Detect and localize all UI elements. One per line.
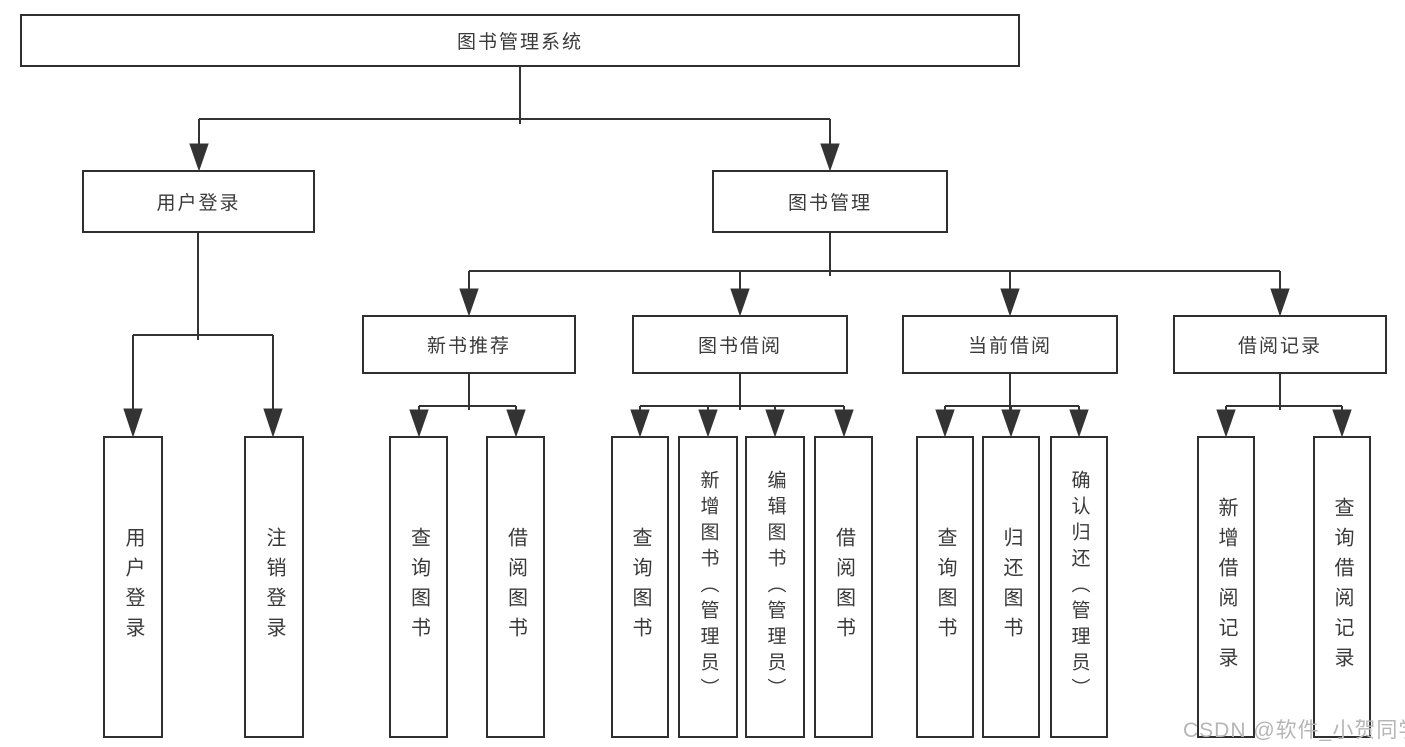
leaf-confirm-return-admin-label: 确认归还（管理员） [1068,470,1090,704]
node-book-borrowing-label: 图书借阅 [697,336,782,357]
leaf-user-login: 用户登录 [103,436,163,738]
node-borrowing-records-label: 借阅记录 [1237,336,1322,357]
node-book-management: 图书管理 [712,170,948,233]
node-user-login: 用户登录 [82,170,315,233]
node-current-borrowing: 当前借阅 [902,315,1118,374]
node-current-borrowing-label: 当前借阅 [967,336,1052,357]
leaf-edit-books-admin: 编辑图书（管理员） [745,436,805,738]
leaf-user-login-label: 用户登录 [122,527,144,647]
node-new-book-recommend-label: 新书推荐 [426,336,511,357]
leaf-query-books-recommend: 查询图书 [389,436,448,738]
leaf-add-borrow-record-label: 新增借阅记录 [1215,497,1237,677]
leaf-return-books: 归还图书 [982,436,1040,738]
leaf-add-borrow-record: 新增借阅记录 [1197,436,1255,738]
node-borrowing-records: 借阅记录 [1173,315,1387,374]
leaf-return-books-label: 归还图书 [1000,527,1022,647]
node-book-management-label: 图书管理 [787,193,872,214]
leaf-query-borrow-record-label: 查询借阅记录 [1331,497,1353,677]
leaf-query-books-recommend-label: 查询图书 [407,527,430,647]
leaf-add-books-admin: 新增图书（管理员） [678,436,738,738]
node-user-login-label: 用户登录 [156,193,241,214]
leaf-query-borrow-record: 查询借阅记录 [1313,436,1371,738]
leaf-query-books-current: 查询图书 [916,436,974,738]
node-root: 图书管理系统 [20,14,1020,67]
leaf-query-books-borrowing-label: 查询图书 [629,527,651,647]
leaf-add-books-admin-label: 新增图书（管理员） [697,470,719,704]
leaf-logout-label: 注销登录 [263,527,285,647]
csdn-watermark: CSDN @软件_小贺同学 [1183,719,1405,742]
leaf-borrow-books-recommend: 借阅图书 [486,436,545,738]
leaf-borrow-books-borrowing: 借阅图书 [814,436,873,738]
node-book-borrowing: 图书借阅 [632,315,848,374]
node-new-book-recommend: 新书推荐 [362,315,576,374]
leaf-query-books-borrowing: 查询图书 [611,436,669,738]
node-root-label: 图书管理系统 [456,32,583,53]
leaf-borrow-books-borrowing-label: 借阅图书 [832,527,855,647]
leaf-logout: 注销登录 [244,436,304,738]
leaf-query-books-current-label: 查询图书 [934,527,956,647]
leaf-borrow-books-recommend-label: 借阅图书 [504,527,527,647]
leaf-confirm-return-admin: 确认归还（管理员） [1050,436,1108,738]
leaf-edit-books-admin-label: 编辑图书（管理员） [764,470,786,704]
